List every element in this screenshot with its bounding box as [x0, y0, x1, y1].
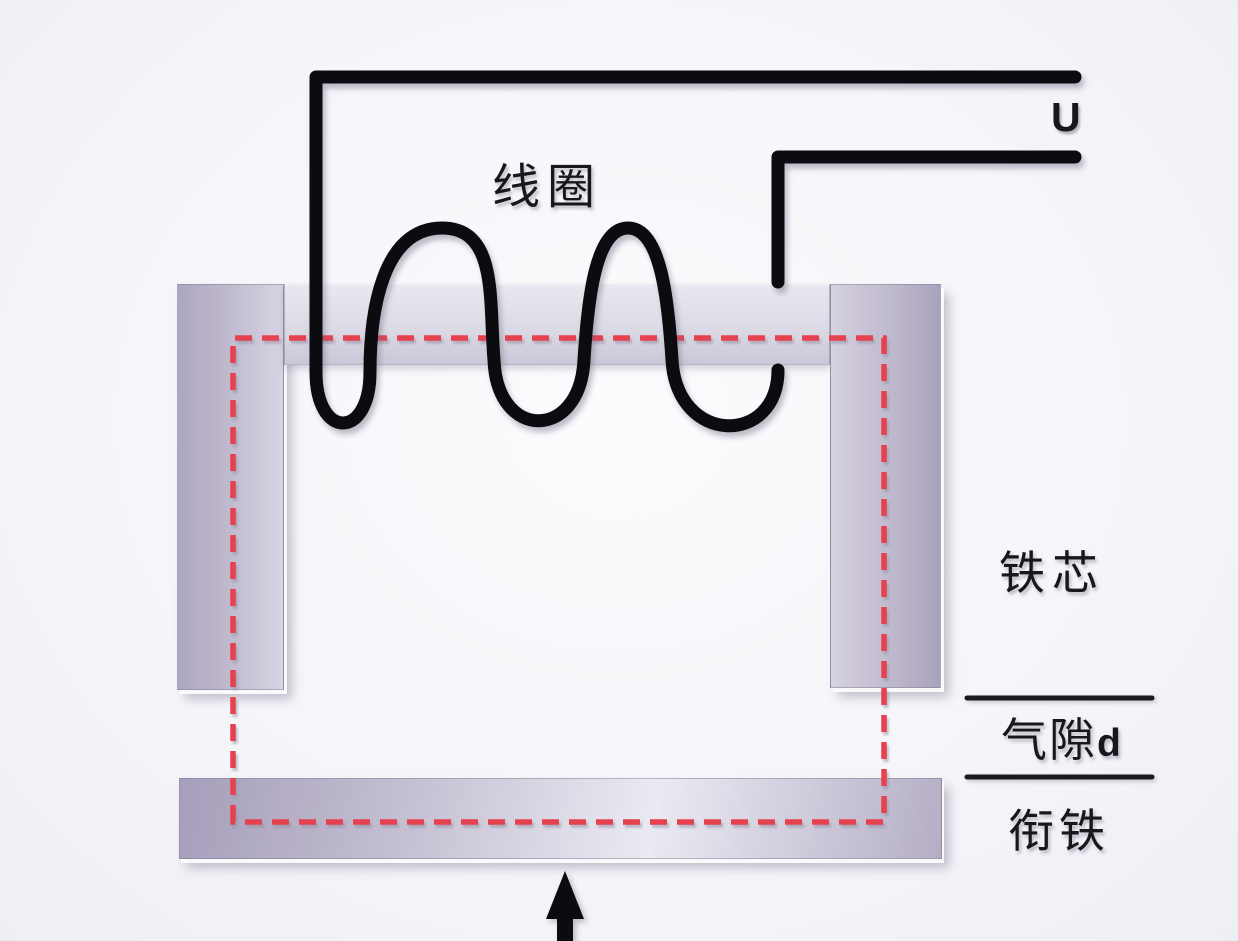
flux-path-group [230, 335, 887, 825]
armature-label: 衔铁 [1008, 806, 1110, 857]
coil-wire-path [309, 70, 1082, 433]
coil-label: 线圈 [492, 161, 603, 214]
air-gap-label-text: 气隙 [1001, 715, 1097, 766]
armature-bar [179, 778, 942, 859]
iron-core-label: 铁芯 [999, 548, 1105, 599]
coil-wires-group [309, 70, 1082, 433]
supply-wire-path [771, 150, 1082, 289]
flux-path-dashed-loop [230, 335, 887, 825]
air-gap-label: 气隙d [1001, 718, 1121, 764]
voltage-label: U [1051, 94, 1081, 140]
up-arrow-icon [546, 871, 584, 941]
air-gap-lines-group [964, 695, 1155, 780]
air-gap-symbol: d [1097, 722, 1121, 765]
arrow-group [546, 871, 584, 941]
